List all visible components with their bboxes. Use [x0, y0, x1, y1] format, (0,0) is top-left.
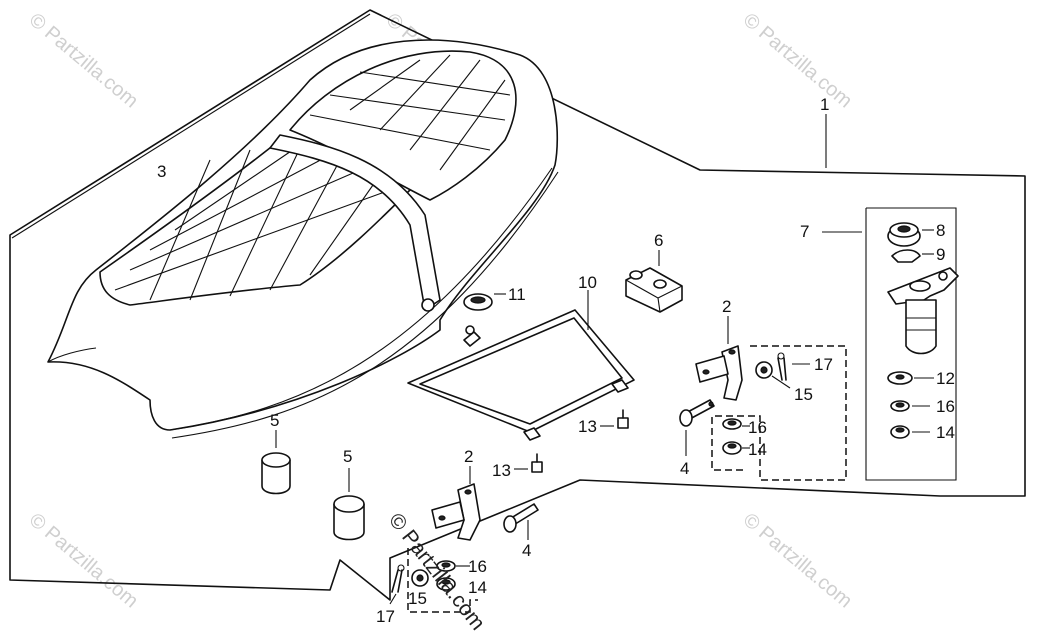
- callout-4-lower: 4: [522, 541, 531, 560]
- lock-clip-9: [891, 249, 921, 263]
- callout-9: 9: [936, 245, 945, 264]
- washer-16-lower: [436, 560, 456, 572]
- callout-14-lock: 14: [936, 423, 955, 442]
- hinge-bracket-2-lower: [431, 483, 481, 541]
- callout-2-lower: 2: [464, 447, 473, 466]
- washer-16-lock: [890, 400, 910, 412]
- pivot-pin-4-lower: [503, 503, 539, 533]
- bolt-13-lower: [531, 453, 543, 473]
- callout-labels: 1 3 7 8 9 6 11 10 2 17 15 12 16 14 16 14…: [157, 95, 955, 626]
- callout-17-upper: 17: [814, 355, 833, 374]
- callout-11: 11: [508, 285, 526, 304]
- callout-15-upper: 15: [794, 385, 813, 404]
- hinge-bracket-2-upper: [695, 345, 743, 401]
- callout-16-upper: 16: [748, 418, 767, 437]
- callout-1: 1: [820, 95, 829, 114]
- callout-13-upper: 13: [578, 417, 597, 436]
- seat-skirt: [169, 167, 553, 431]
- damper-block-6: [625, 267, 683, 313]
- seat-quilt-grid: [114, 54, 511, 301]
- assembly-boundary: [9, 9, 1026, 601]
- washer-12: [887, 371, 913, 385]
- damper-5-right: [333, 495, 365, 541]
- callout-14-lower: 14: [468, 578, 487, 597]
- callout-16-lower: 16: [468, 557, 487, 576]
- assembly-boundary-inner: [11, 13, 371, 239]
- nut-14-lower: [436, 577, 456, 591]
- nut-14-lock: [890, 425, 910, 439]
- callout-17-lower: 17: [376, 607, 395, 626]
- cotter-pin-17-lower: [391, 564, 405, 593]
- damper-5-left: [261, 452, 291, 495]
- callout-12: 12: [936, 369, 955, 388]
- callout-8: 8: [936, 221, 945, 240]
- leader-17b: [389, 593, 397, 605]
- callout-5-left: 5: [270, 411, 279, 430]
- bolt-13-upper: [617, 409, 629, 429]
- tool-tray-frame-10: [407, 309, 635, 441]
- watermark: © Partzilla.com: [25, 9, 142, 112]
- seat-assembly: [47, 39, 559, 439]
- pivot-pin-4-upper: [679, 399, 715, 427]
- washer-15-lower: [411, 569, 429, 587]
- callout-13-lower: 13: [492, 461, 511, 480]
- seat-lock-body: [887, 267, 959, 355]
- lock-cap-8: [887, 222, 921, 247]
- washer-16-upper: [722, 418, 742, 430]
- watermark: © Partzilla.com: [739, 9, 856, 112]
- washer-15-upper: [755, 361, 773, 379]
- callout-15-lower: 15: [408, 589, 427, 608]
- strap-bolt: [421, 298, 435, 312]
- callout-7: 7: [800, 222, 809, 241]
- cotter-pin-17-upper: [777, 352, 787, 381]
- seat-rear-hook: [47, 347, 97, 363]
- leader-15a: [771, 375, 791, 389]
- callout-16-lock: 16: [936, 397, 955, 416]
- callout-14-upper: 14: [748, 440, 767, 459]
- seat-skirt-lower: [171, 171, 559, 439]
- hardware-box-upper: [711, 345, 847, 481]
- callout-6: 6: [654, 231, 663, 250]
- callout-2-upper: 2: [722, 297, 731, 316]
- seat-front-panel: [99, 139, 421, 306]
- hardware-box-lower: [407, 548, 478, 613]
- watermark: © Partzilla.com: [739, 509, 856, 612]
- callout-4-upper: 4: [680, 459, 689, 478]
- watermark: © Partzilla.com: [25, 509, 142, 612]
- callout-10: 10: [578, 273, 597, 292]
- grommet-11: [463, 293, 493, 311]
- callout-5-right: 5: [343, 447, 352, 466]
- lock-box: [865, 207, 957, 481]
- nut-14-upper: [722, 441, 742, 455]
- callout-3: 3: [157, 162, 166, 181]
